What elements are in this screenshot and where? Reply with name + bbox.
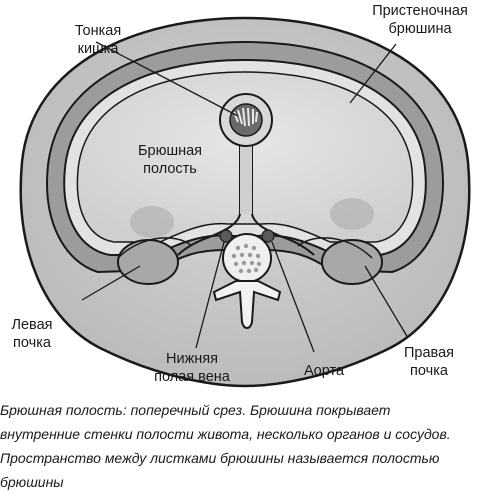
caption-line-3: Пространство между листками брюшины назы… — [0, 450, 440, 466]
aorta-shape — [261, 229, 275, 243]
label-abdominal-cavity: Брюшная полость — [137, 143, 202, 177]
mesentery — [177, 138, 315, 256]
vertebra-texture — [231, 243, 262, 274]
left-organ-shadow — [130, 206, 174, 238]
label-parietal-peritoneum: Пристеночная брюшина — [372, 3, 468, 37]
vertebral-body — [222, 233, 272, 283]
caption-line-2: внутренние стенки полости живота, нескол… — [0, 426, 451, 442]
cross-section-illustration — [19, 16, 471, 388]
caption-line-1: Брюшная полость: поперечный срез. Брюшин… — [0, 402, 391, 418]
right-organ-shadow — [330, 198, 374, 230]
leader-lines — [81, 41, 409, 353]
label-left-kidney: Левая почка — [11, 317, 53, 351]
label-small-intestine: Тонкая кишка — [74, 23, 122, 57]
vertebral-arch — [212, 280, 282, 329]
caption-line-4: брюшины — [0, 474, 64, 490]
intestinal-villi — [233, 107, 258, 127]
label-aorta: Аорта — [303, 363, 345, 379]
left-kidney-shape — [117, 239, 179, 285]
label-inferior-vena-cava: Нижняя полая вена — [154, 351, 230, 385]
right-kidney-shape — [321, 239, 383, 285]
label-right-kidney: Правая почка — [403, 345, 454, 379]
vena-cava-shape — [219, 229, 233, 243]
figure-caption: Брюшная полость: поперечный срез. Брюшин… — [0, 398, 488, 494]
